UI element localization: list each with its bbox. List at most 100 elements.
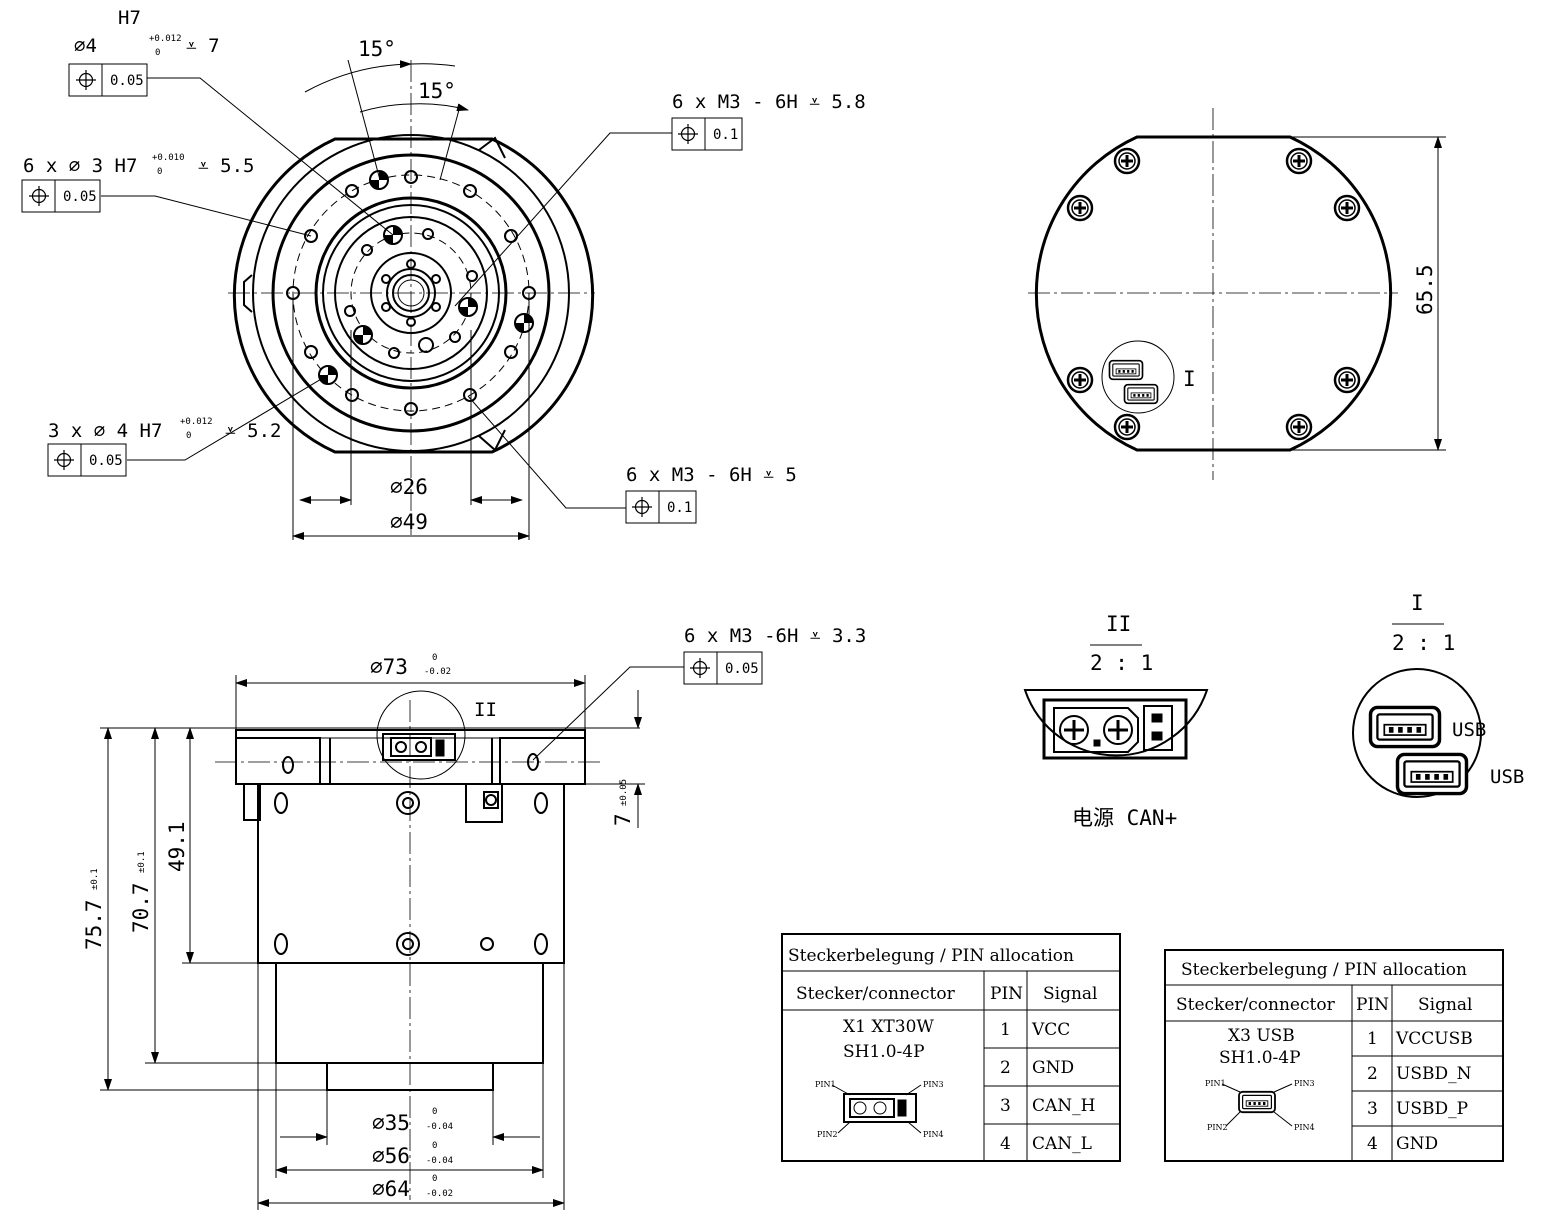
- usb-port-icon: [1123, 383, 1159, 405]
- position-tolerance-icon: [75, 69, 97, 91]
- fcf-6x3-value: 0.05: [63, 189, 97, 205]
- table-2-header-signal: Signal: [1418, 995, 1473, 1015]
- table-2-pin1-label: PIN1: [1205, 1079, 1226, 1088]
- table-cell-signal: VCC: [1031, 1020, 1070, 1040]
- holes-3x4-label: 3 x ∅ 4 H7: [48, 420, 162, 442]
- fcf-thread-bottom-value: 0.1: [667, 500, 692, 516]
- dia-73-tol-lower: -0.02: [424, 667, 451, 677]
- holes-6x3-depth: ⩡ 5.5: [198, 155, 254, 177]
- dia-56-tol-upper: 0: [432, 1141, 437, 1151]
- table-2-title: Steckerbelegung / PIN allocation: [1181, 960, 1467, 980]
- screw-icon: [1113, 413, 1141, 441]
- table-row: 4 GND: [1367, 1134, 1438, 1154]
- dim-7: 7: [611, 813, 635, 826]
- dim-70-7: 70.7: [129, 882, 153, 933]
- table-2-pin2-label: PIN2: [1207, 1123, 1228, 1132]
- table-cell-pin: 4: [1000, 1134, 1011, 1154]
- position-tolerance-icon: [631, 496, 653, 518]
- screw-icon: [1113, 147, 1141, 175]
- table-cell-signal: USBD_N: [1396, 1064, 1472, 1084]
- table-1-header-connector: Stecker/connector: [796, 984, 956, 1004]
- table-2-header-pin: PIN: [1356, 995, 1389, 1015]
- holes-6x3-label: 6 x ∅ 3 H7: [23, 155, 137, 177]
- dim-65-5: 65.5: [1413, 264, 1437, 315]
- angle-outer: 15°: [358, 37, 396, 61]
- table-row: 3 CAN_H: [1000, 1096, 1095, 1116]
- table-cell-pin: 3: [1000, 1096, 1011, 1116]
- screw-icon: [1333, 366, 1361, 394]
- bore4-dia: ∅4: [74, 35, 97, 57]
- table-row: 1 VCCUSB: [1367, 1029, 1473, 1049]
- usb-port-icon: [1108, 359, 1144, 381]
- dia-56: ∅56: [372, 1144, 410, 1168]
- dia-64-tol-lower: -0.02: [426, 1189, 453, 1199]
- usb-label-2: USB: [1490, 766, 1524, 788]
- table-cell-signal: CAN_L: [1032, 1134, 1092, 1154]
- detail-i: I 2 : 1 USB USB: [1352, 591, 1524, 798]
- bore4-tol-lower: 0: [155, 48, 160, 58]
- table-row: 2 GND: [1000, 1058, 1074, 1078]
- usb-port-icon: [1368, 705, 1442, 749]
- dim-49-1: 49.1: [165, 821, 189, 872]
- table-1-pin3-label: PIN3: [923, 1080, 944, 1089]
- table-cell-pin: 2: [1367, 1064, 1378, 1084]
- bore4-tol-upper: +0.012: [149, 34, 182, 44]
- table-2-connector-name: X3 USB: [1228, 1026, 1295, 1046]
- table-row: 1 VCC: [1000, 1020, 1070, 1040]
- table-cell-pin: 4: [1367, 1134, 1378, 1154]
- front-view: H7 ∅4 +0.012 0 ⩡ 7 0.05 15° 15° 6 x ∅ 3 …: [21, 7, 866, 540]
- table-1-pin2-label: PIN2: [817, 1130, 838, 1139]
- table-1-pin4-label: PIN4: [923, 1130, 944, 1139]
- holes-6x3-tol-lower: 0: [157, 167, 162, 177]
- fcf-thread-side-value: 0.05: [725, 661, 759, 677]
- table-cell-signal: GND: [1396, 1134, 1438, 1154]
- table-cell-signal: VCCUSB: [1395, 1029, 1473, 1049]
- holes-3x4-tol-lower: 0: [186, 431, 191, 441]
- dim-49: ∅49: [390, 510, 428, 534]
- bore4-depth: ⩡ 7: [186, 35, 220, 57]
- usb-label-1: USB: [1452, 719, 1486, 741]
- fcf-thread-top-value: 0.1: [713, 127, 738, 143]
- dim-26: ∅26: [390, 475, 428, 499]
- usb-port-icon: [1238, 1090, 1276, 1114]
- detail-ii-mark: II: [474, 699, 497, 721]
- table-1-connector-name: X1 XT30W: [843, 1017, 934, 1037]
- dia-35: ∅35: [372, 1111, 410, 1135]
- table-row: 2 USBD_N: [1367, 1064, 1472, 1084]
- dia-35-tol-upper: 0: [432, 1107, 437, 1117]
- angle-inner: 15°: [418, 79, 456, 103]
- screw-icon: [1285, 147, 1313, 175]
- thread-side-label: 6 x M3 -6H ⩡ 3.3: [684, 625, 866, 647]
- table-2-pin3-label: PIN3: [1294, 1079, 1315, 1088]
- position-tolerance-icon: [28, 185, 50, 207]
- table-1-header-pin: PIN: [990, 984, 1023, 1004]
- table-2-connector-type: SH1.0-4P: [1219, 1048, 1301, 1068]
- dia-73: ∅73: [370, 655, 408, 679]
- detail-i-mark: I: [1183, 367, 1196, 391]
- dia-35-tol-lower: -0.04: [426, 1122, 453, 1132]
- table-1-title: Steckerbelegung / PIN allocation: [788, 946, 1074, 966]
- table-row: 3 USBD_P: [1367, 1099, 1468, 1119]
- holes-3x4-tol-upper: +0.012: [180, 417, 213, 427]
- position-tolerance-icon: [53, 449, 75, 471]
- screw-icon: [1285, 413, 1313, 441]
- detail-ii-caption: 电源 CAN+: [1072, 806, 1177, 830]
- dia-56-tol-lower: -0.04: [426, 1156, 453, 1166]
- table-cell-pin: 1: [1000, 1020, 1011, 1040]
- dia-73-tol-upper: 0: [432, 653, 437, 663]
- screw-icon: [1066, 194, 1094, 222]
- dim-70-7-tol: ±0.1: [137, 851, 147, 873]
- side-view: II 75.7 ±0.1: [82, 625, 866, 1210]
- dim-7-tol: ±0.05: [619, 779, 629, 806]
- detail-ii-title: II: [1106, 612, 1131, 636]
- dim-75-7-tol: ±0.1: [90, 868, 100, 890]
- detail-ii-scale: 2 : 1: [1090, 651, 1153, 675]
- table-cell-pin: 3: [1367, 1099, 1378, 1119]
- table-cell-signal: CAN_H: [1032, 1096, 1095, 1116]
- table-1-pin1-label: PIN1: [815, 1080, 836, 1089]
- table-cell-pin: 1: [1367, 1029, 1378, 1049]
- h7-label: H7: [118, 7, 141, 29]
- detail-ii: II 2 : 1 电源 CAN+: [1023, 612, 1209, 830]
- screw-icon: [1066, 366, 1094, 394]
